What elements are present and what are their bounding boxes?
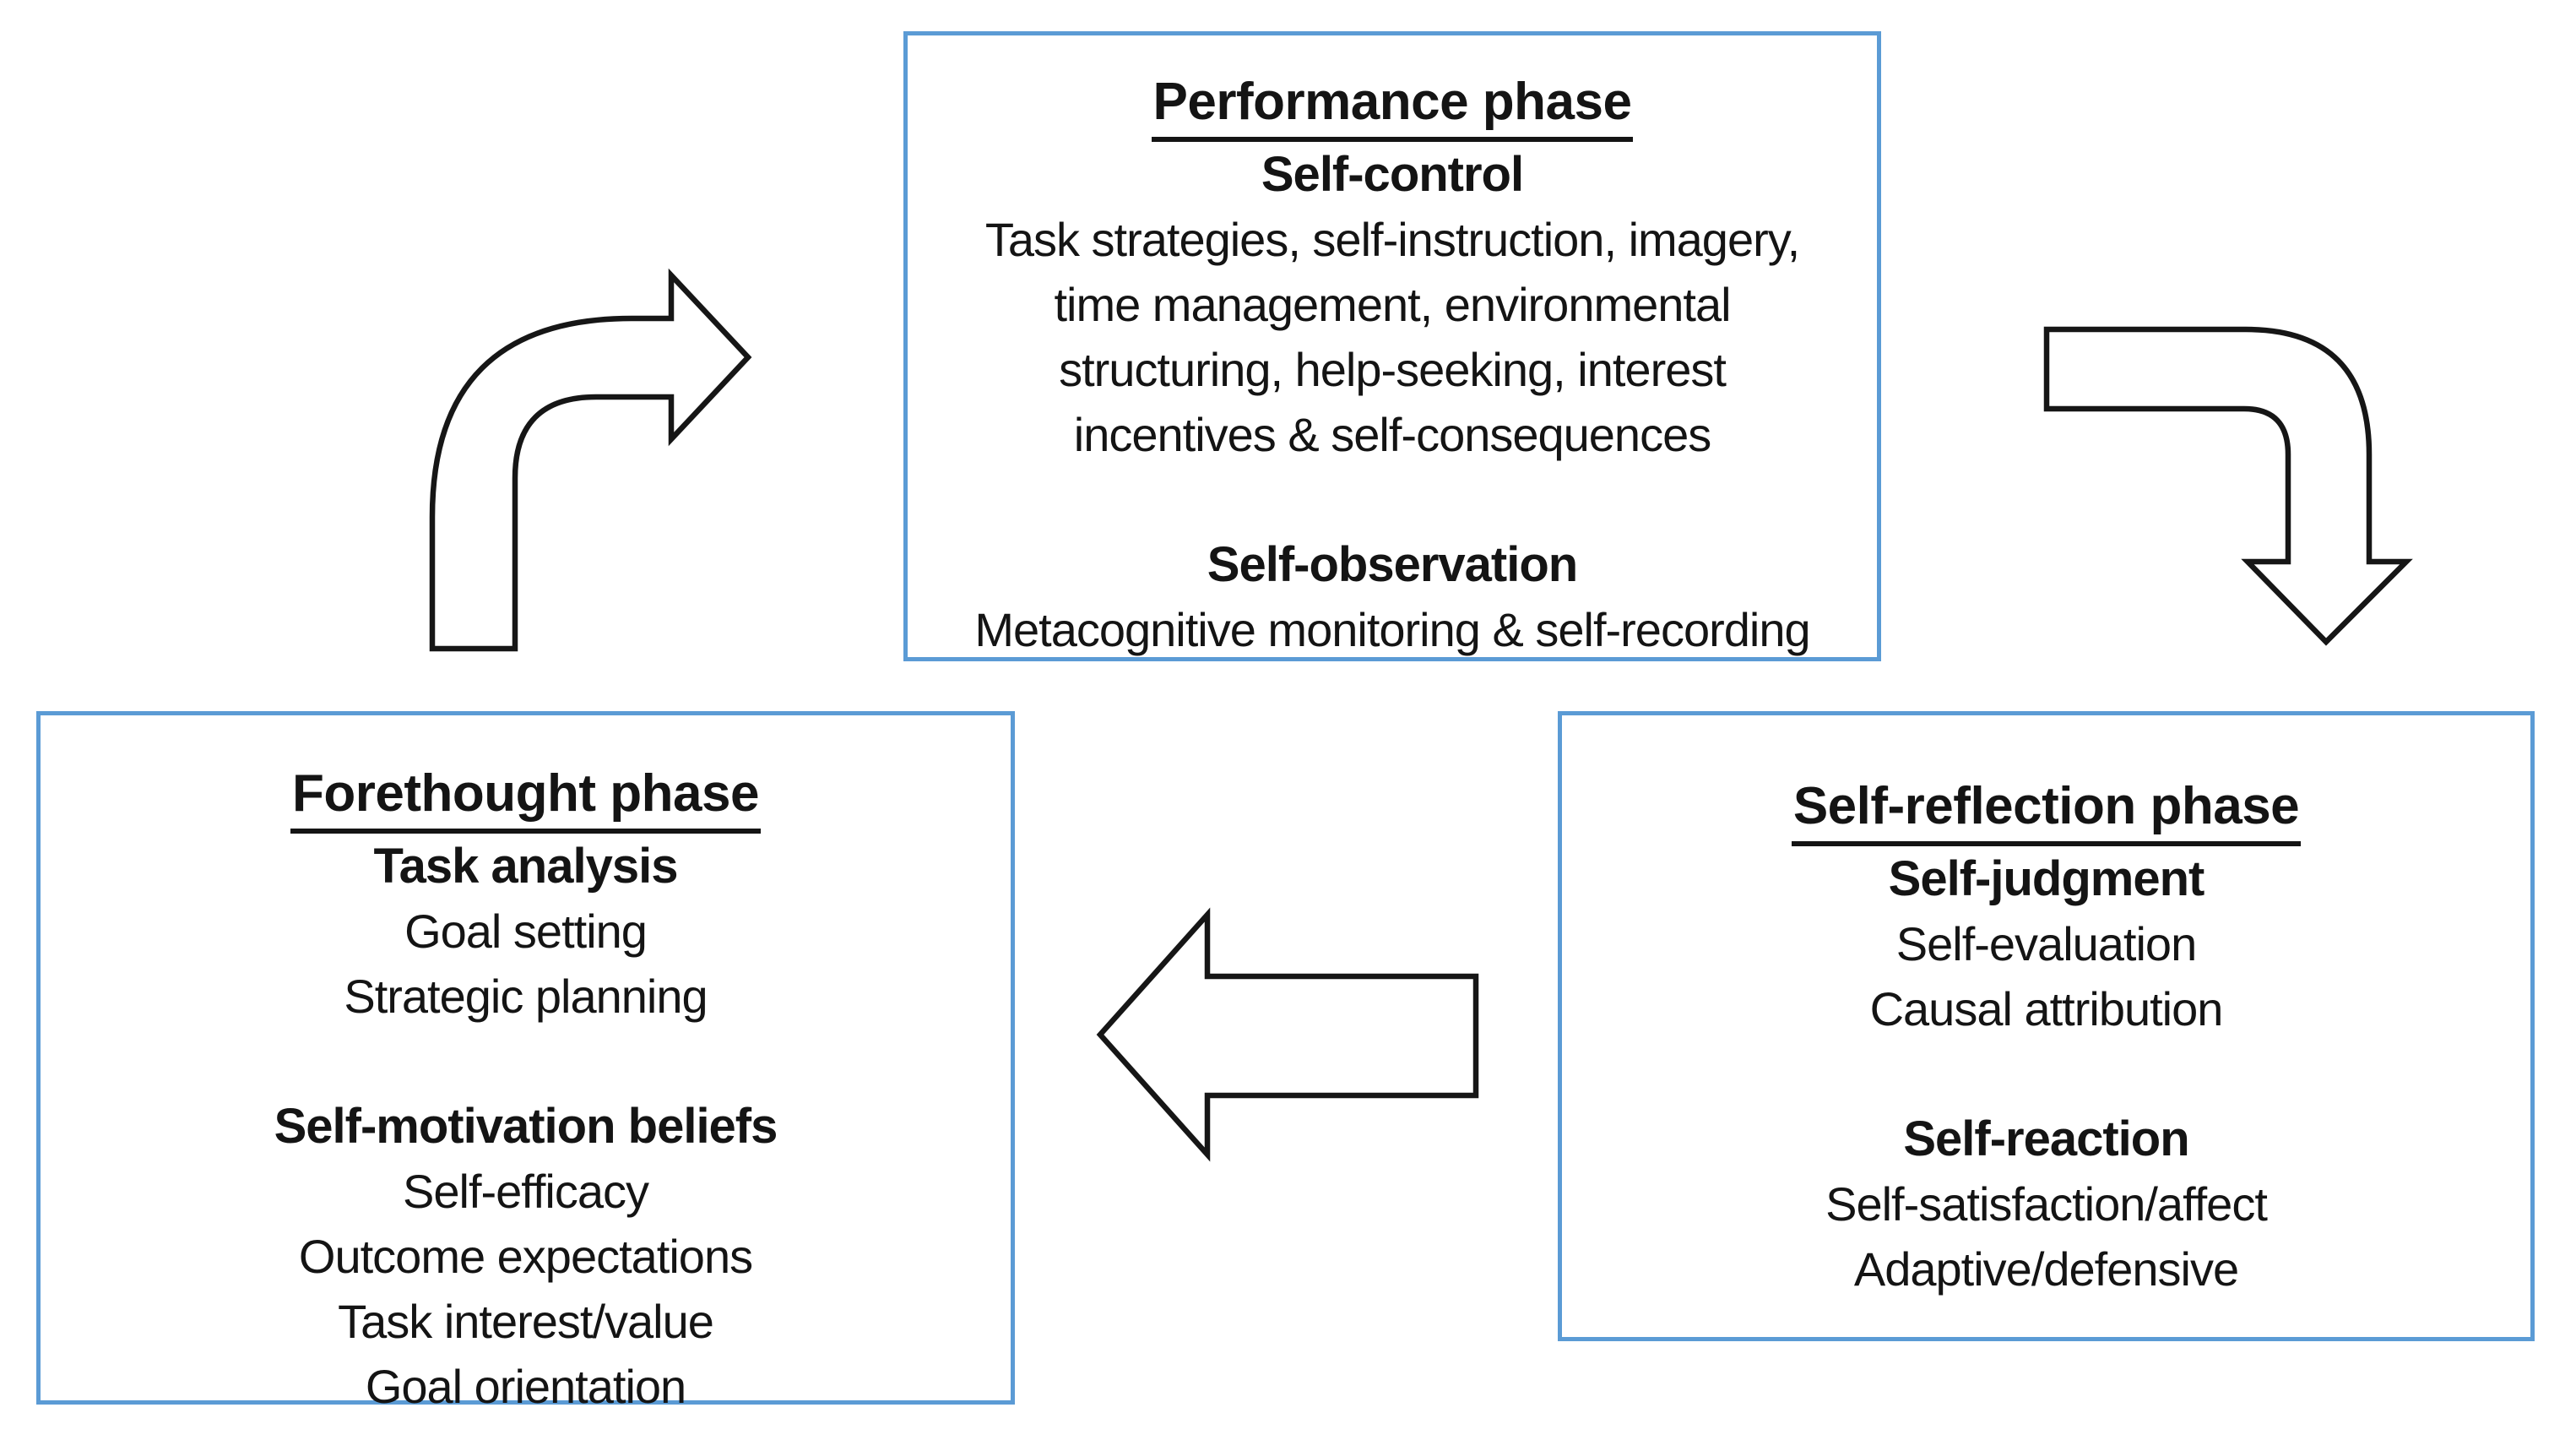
section-heading: Task analysis (373, 839, 679, 894)
self-reflection-phase-box: Self-reflection phase Self-judgment Self… (1558, 711, 2535, 1341)
detail-line: Task strategies, self-instruction, image… (984, 213, 1800, 266)
detail-line: Adaptive/defensive (1853, 1242, 2239, 1296)
detail-line: time management, environmental (1054, 278, 1731, 331)
phase-title-text: Self-reflection phase (1791, 774, 2302, 846)
arrow-forethought-to-performance-icon (429, 268, 752, 652)
section-heading: Self-control (1261, 147, 1524, 202)
detail-line: Self-evaluation (1895, 917, 2197, 970)
detail-line: Self-efficacy (403, 1165, 649, 1218)
section-heading: Self-judgment (1888, 851, 2205, 906)
detail-line: Goal orientation (365, 1360, 686, 1413)
detail-line: Causal attribution (1869, 982, 2224, 1035)
section-heading: Self-observation (1207, 537, 1578, 592)
forethought-phase-box: Forethought phase Task analysis Goal set… (36, 711, 1015, 1413)
performance-phase-box: Performance phase Self-control Task stra… (903, 31, 1881, 661)
phase-title: Self-reflection phase (1562, 774, 2530, 846)
phase-title-text: Forethought phase (290, 761, 761, 834)
detail-line: Goal setting (404, 905, 648, 958)
detail-line: Strategic planning (344, 970, 708, 1023)
section-heading: Self-reaction (1903, 1111, 2189, 1166)
detail-line: incentives & self-consequences (1073, 408, 1711, 461)
phase-title-text: Performance phase (1151, 69, 1634, 142)
section-heading: Self-motivation beliefs (274, 1099, 778, 1154)
detail-line: structuring, help-seeking, interest (1059, 343, 1727, 396)
detail-line: Self-satisfaction/affect (1825, 1177, 2268, 1231)
phase-title: Forethought phase (41, 761, 1011, 834)
detail-line: Metacognitive monitoring & self-recordin… (974, 603, 1810, 656)
arrow-performance-to-self-reflection-icon (2043, 326, 2413, 646)
phase-title: Performance phase (908, 69, 1877, 142)
arrow-self-reflection-to-forethought-icon (1096, 907, 1479, 1162)
detail-line: Task interest/value (338, 1295, 714, 1348)
detail-line: Outcome expectations (298, 1230, 753, 1283)
